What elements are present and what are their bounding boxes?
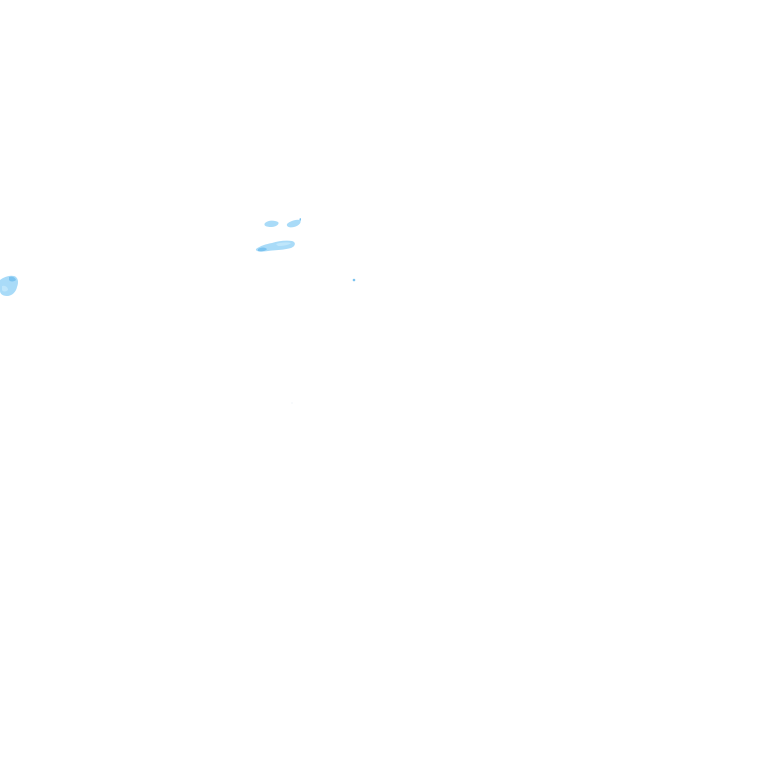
rain-patch-3 — [255, 240, 295, 252]
rain-patch-4-part-2 — [9, 276, 16, 282]
rain-speck-1-part-1 — [352, 278, 356, 282]
rain-patch-2 — [286, 218, 301, 228]
rain-patch-1 — [264, 220, 279, 227]
rain-patch-2-part-2 — [299, 218, 301, 221]
rain-speck-1 — [352, 278, 356, 282]
rain-patch-2-part-1 — [286, 219, 301, 228]
rain-patch-3-part-3 — [276, 242, 291, 246]
faint-speck-1 — [291, 402, 293, 404]
rain-patch-3-part-2 — [258, 247, 267, 252]
rain-patch-1-part-1 — [264, 220, 279, 227]
rain-patch-4-part-3 — [2, 285, 8, 292]
faint-speck-1-part-1 — [291, 402, 293, 404]
rain-patch-4 — [0, 275, 18, 296]
